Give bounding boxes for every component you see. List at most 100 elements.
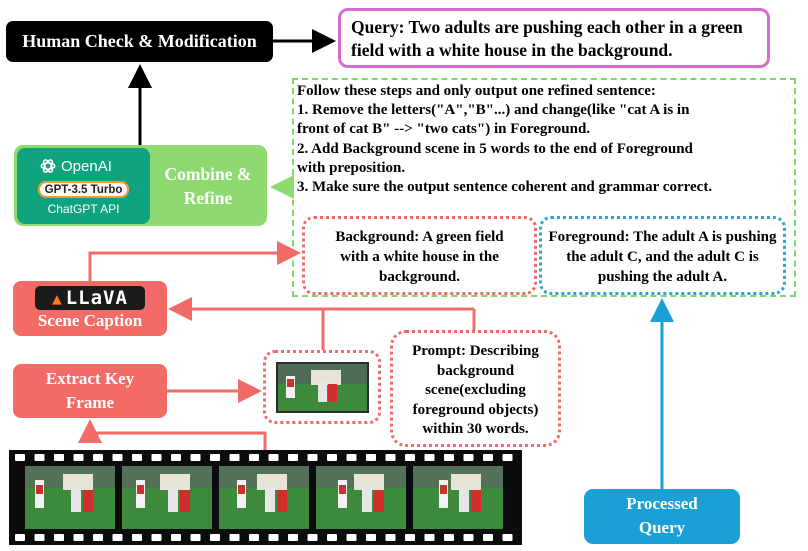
sprocket-hole [346,454,357,461]
frame-player [180,490,190,512]
extract-label-line: Frame [65,393,115,412]
combine-refine-label: Combine & Refine [152,162,264,210]
sprocket-hole [73,454,84,461]
sprocket-hole [307,454,318,461]
frame-player [83,490,93,512]
sprocket-hole [424,534,435,541]
background-caption-box: Background: A green field with a white h… [302,216,537,295]
chatgpt-api-label: ChatGPT API [47,202,120,216]
query-box: Query: Two adults are pushing each other… [338,8,770,68]
sprocket-hole [366,534,376,541]
frame-player [277,490,287,512]
sprocket-hole [502,534,513,541]
sprocket-hole [34,534,45,541]
frame-house [354,474,384,490]
filmstrip-graphic [15,454,513,541]
sprocket-hole [405,534,415,541]
frame-jersey [339,485,346,494]
frame-field [413,488,503,529]
sprocket-hole [385,534,396,541]
sprocket-hole [268,454,279,461]
sprocket-hole [346,534,357,541]
sprocket-hole [190,534,201,541]
instruction-line: Follow these steps and only output one r… [297,83,656,99]
sprocket-hole [54,454,64,461]
sprocket-hole [112,454,123,461]
frame-jersey [440,485,447,494]
sprocket-hole [327,454,337,461]
sprocket-hole [15,454,25,461]
sprocket-hole [93,454,103,461]
frame-field [316,488,406,529]
sprocket-hole [112,534,123,541]
sprocket-hole [210,534,220,541]
arrow-llava-to-background [88,241,301,281]
frame-jersey [137,485,144,494]
background-text: Background: A green field with a white h… [335,229,504,285]
llava-flame-logo: ▲ LLaVA [35,286,145,310]
instruction-line: 1. Remove the letters("A","B"...) and ch… [297,102,690,119]
frame-jersey [238,485,245,494]
frame-player [168,488,178,512]
combine-label-line: Refine [183,188,233,208]
frame-player [265,488,275,512]
sprocket-hole [483,534,493,541]
sprocket-hole [288,454,298,461]
frame-house [160,474,190,490]
sprocket-hole [502,454,513,461]
frame-player [374,490,384,512]
frame-house [63,474,93,490]
sprocket-hole [424,454,435,461]
openai-label: OpenAI [61,157,112,175]
sprocket-hole [249,534,259,541]
sprocket-hole [249,454,259,461]
sprocket-hole [288,534,298,541]
openai-logo-icon [40,159,56,173]
sprocket-hole [229,454,240,461]
frame-house [257,474,287,490]
openai-logo: OpenAI [39,156,139,176]
sprocket-hole [483,454,493,461]
extract-label-line: Extract Key [45,369,135,388]
sprocket-hole [366,454,376,461]
sprocket-hole [171,534,181,541]
sprocket-hole [444,534,454,541]
chatgpt-api-badge: OpenAI GPT-3.5 Turbo ChatGPT API [17,148,150,224]
arrow-filmstrip-to-extract [78,419,267,450]
gpt-3.5-turbo-badge: GPT-3.5 Turbo [38,181,129,198]
extract-key-frame-box: Extract Key Frame [13,364,167,418]
llava-logo-text: LLaVA [65,287,128,309]
frame-player [71,488,81,512]
instruction-line: with preposition. [297,159,406,176]
sprocket-hole [229,534,240,541]
flame-icon: ▲ [52,288,63,308]
prompt-text: Prompt: Describing background scene(excl… [412,343,539,437]
frame-player [471,490,481,512]
instruction-line: front of cat B" --> "two cats") in Foreg… [297,121,591,138]
key-frame-box [263,350,381,424]
sprocket-hole [171,454,181,461]
sprocket-hole [385,454,396,461]
human-check-label: Human Check & Modification [22,31,257,51]
instruction-line: 2. Add Background scene in 5 words to th… [297,140,693,157]
query-text: Query: Two adults are pushing each other… [351,17,743,60]
video-filmstrip [9,450,522,545]
sprocket-hole [73,534,84,541]
model-label: GPT-3.5 Turbo [44,183,123,196]
foreground-text: Foreground: The adult A is pushing the a… [548,229,777,285]
instruction-text: Follow these steps and only output one r… [297,82,792,197]
frame-jersey [36,485,43,494]
processed-label-line: Processed [626,494,698,513]
sprocket-hole [151,454,162,461]
frame-house [451,474,481,490]
sprocket-hole [405,454,415,461]
sprocket-hole [34,454,45,461]
sprocket-hole [132,454,142,461]
sprocket-hole [190,454,201,461]
sprocket-hole [93,534,103,541]
sprocket-hole [463,534,474,541]
sprocket-hole [463,454,474,461]
processed-query-box: Processed Query [584,489,740,544]
foreground-caption-box: Foreground: The adult A is pushing the a… [539,216,786,295]
